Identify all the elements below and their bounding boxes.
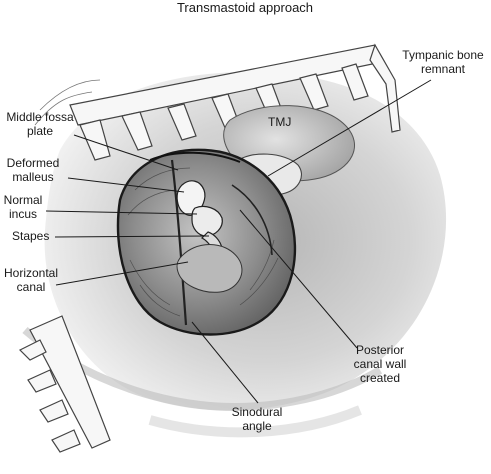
label-horizontal-canal: Horizontal canal [3,266,59,294]
mastoid-cavity [116,148,297,336]
label-sinodural-angle: Sinodural angle [231,405,283,433]
label-stapes: Stapes [12,229,50,243]
label-middle-fossa-plate: Middle fossa plate [6,110,74,138]
leader-lines [45,79,432,404]
label-posterior-canal-wall-created: Posterior canal wall created [353,343,407,385]
label-tympanic-bone-remnant: Tympanic bone remnant [402,48,484,76]
label-tmj: TMJ [268,115,292,129]
sinodural-ridge [170,159,188,326]
label-deformed-malleus: Deformed malleus [6,156,60,184]
horizontal-canal-shape [176,244,243,293]
diagram-title: Transmastoid approach [176,0,314,15]
label-normal-incus: Normal incus [3,193,43,221]
lower-retractor [18,315,111,453]
